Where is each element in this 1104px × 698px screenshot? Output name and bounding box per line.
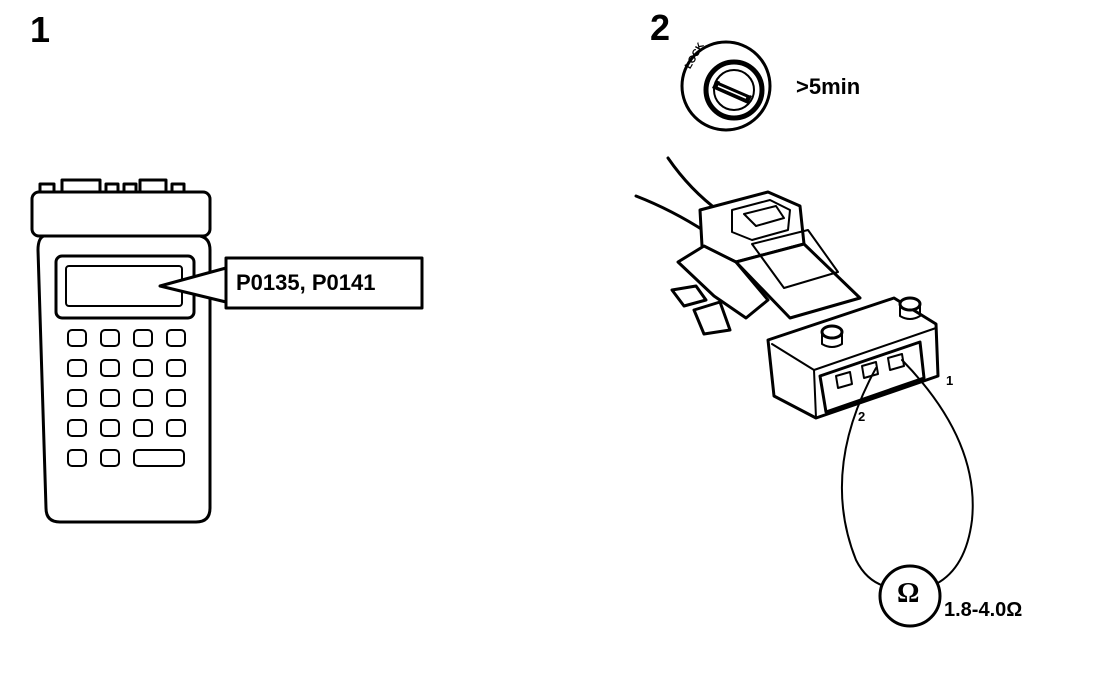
meter-lead-terminal-2 [840,367,885,587]
step-2-number: 2 [650,7,671,48]
harness-wire-lower [634,194,708,234]
ohm-symbol: Ω [897,578,920,609]
resistance-spec-label: 1.8-4.0Ω [944,599,1023,621]
terminal-2-label: 2 [858,409,866,424]
step-1-number: 1 [30,9,51,50]
scan-tool-keypad [67,329,186,467]
harness-wire-upper [666,156,722,214]
dtc-codes-label: P0135, P0141 [236,270,376,295]
ohmmeter-icon [878,564,942,628]
dtc-callout-box [224,256,424,310]
ignition-key-slot [712,80,752,104]
meter-lead-terminal-1 [901,359,974,585]
wait-time-label: >5min [796,74,861,99]
terminal-1-label: 1 [946,373,954,388]
